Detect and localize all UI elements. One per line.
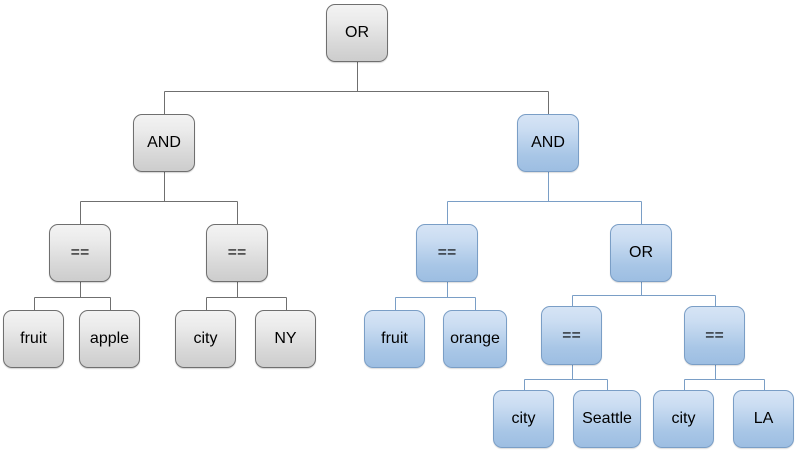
tree-node-label: OR <box>345 24 369 41</box>
tree-node-label: == <box>227 244 247 261</box>
tree-node-r_orange[interactable]: orange <box>443 310 507 368</box>
tree-node-label: fruit <box>20 330 47 347</box>
tree-node-label: NY <box>274 330 297 347</box>
tree-node-r_city1[interactable]: city <box>493 390 554 448</box>
tree-node-r_seattle[interactable]: Seattle <box>573 390 641 448</box>
tree-node-label: city <box>193 330 218 347</box>
tree-node-r_la[interactable]: LA <box>733 390 794 448</box>
tree-node-r_eq3[interactable]: == <box>684 306 745 365</box>
tree-node-r_or[interactable]: OR <box>610 224 672 282</box>
tree-node-label: Seattle <box>582 410 632 427</box>
tree-node-r_and[interactable]: AND <box>517 114 579 172</box>
tree-node-label: apple <box>89 330 130 347</box>
tree-node-label: == <box>562 326 581 344</box>
tree-node-label: OR <box>629 244 653 261</box>
tree-node-label: fruit <box>381 330 408 347</box>
tree-node-l_fruit[interactable]: fruit <box>3 310 64 368</box>
tree-node-l_and[interactable]: AND <box>133 114 195 172</box>
tree-node-label: == <box>705 326 724 344</box>
tree-node-l_city[interactable]: city <box>175 310 236 368</box>
tree-node-label: AND <box>147 134 181 151</box>
tree-node-label: == <box>70 244 90 261</box>
tree-node-r_fruit[interactable]: fruit <box>364 310 425 368</box>
tree-node-root[interactable]: OR <box>326 4 388 62</box>
tree-node-label: city <box>511 410 536 427</box>
tree-node-l_eq1[interactable]: == <box>49 224 111 282</box>
tree-node-label: orange <box>450 330 500 347</box>
tree-node-label: city <box>671 410 696 427</box>
tree-node-r_city2[interactable]: city <box>653 390 714 448</box>
tree-node-label: AND <box>531 134 565 151</box>
tree-node-l_eq2[interactable]: == <box>206 224 268 282</box>
tree-node-l_ny[interactable]: NY <box>255 310 316 368</box>
tree-node-r_eq1[interactable]: == <box>416 224 478 282</box>
tree-node-l_apple[interactable]: apple <box>79 310 140 368</box>
tree-node-label: == <box>437 244 457 261</box>
tree-node-label: LA <box>753 410 774 427</box>
tree-node-r_eq2[interactable]: == <box>541 306 602 365</box>
